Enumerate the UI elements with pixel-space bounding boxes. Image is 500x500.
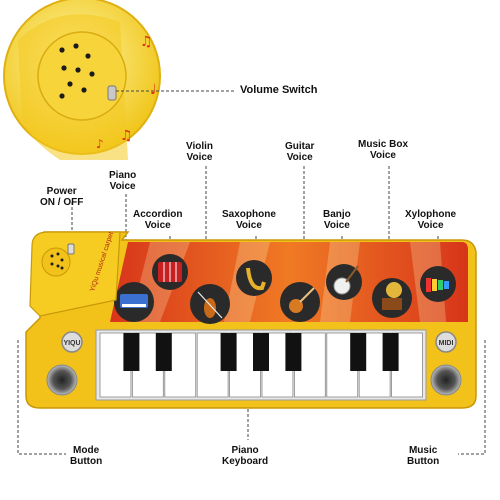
guitar-icon[interactable] <box>280 282 320 322</box>
speaker-holes <box>59 43 95 99</box>
black-keys <box>123 333 399 371</box>
black-key[interactable] <box>220 333 237 371</box>
black-key[interactable] <box>123 333 140 371</box>
black-key[interactable] <box>350 333 367 371</box>
volume-switch-zoom: ♫ ♩ ♫ ♪ <box>3 0 161 161</box>
accordion-icon[interactable] <box>152 254 188 290</box>
music-box-icon[interactable] <box>372 278 412 318</box>
power-switch[interactable] <box>67 243 75 255</box>
music-note-icon: ♫ ♩ ♫ ♪ <box>96 34 157 151</box>
svg-text:♪: ♪ <box>96 137 104 151</box>
volume-switch[interactable] <box>107 85 117 101</box>
music-button[interactable]: MIDI <box>435 331 457 353</box>
saxophone-icon[interactable] <box>236 260 272 296</box>
violin-icon[interactable] <box>190 284 230 324</box>
instrument-buttons <box>114 254 456 324</box>
power-unit: YiQu musical carpet <box>29 231 121 317</box>
black-key[interactable] <box>155 333 172 371</box>
mode-button-text: YIQU <box>63 340 80 347</box>
svg-text:♫: ♫ <box>140 34 153 50</box>
svg-text:♩: ♩ <box>150 82 157 98</box>
music-button-text: MIDI <box>439 340 454 347</box>
black-key[interactable] <box>382 333 399 371</box>
black-key[interactable] <box>253 333 269 371</box>
banjo-icon[interactable] <box>326 264 362 300</box>
svg-text:♫: ♫ <box>120 128 133 144</box>
piano-keyboard <box>95 329 427 401</box>
music-mat: YiQu musical carpet YIQU MIDI <box>25 231 477 409</box>
piano-icon[interactable] <box>114 282 154 322</box>
xylophone-icon[interactable] <box>420 266 456 302</box>
black-key[interactable] <box>285 333 302 371</box>
speaker-icon <box>46 364 462 396</box>
mode-button[interactable]: YIQU <box>61 331 83 353</box>
volume-switch-label: Volume Switch <box>240 84 318 96</box>
